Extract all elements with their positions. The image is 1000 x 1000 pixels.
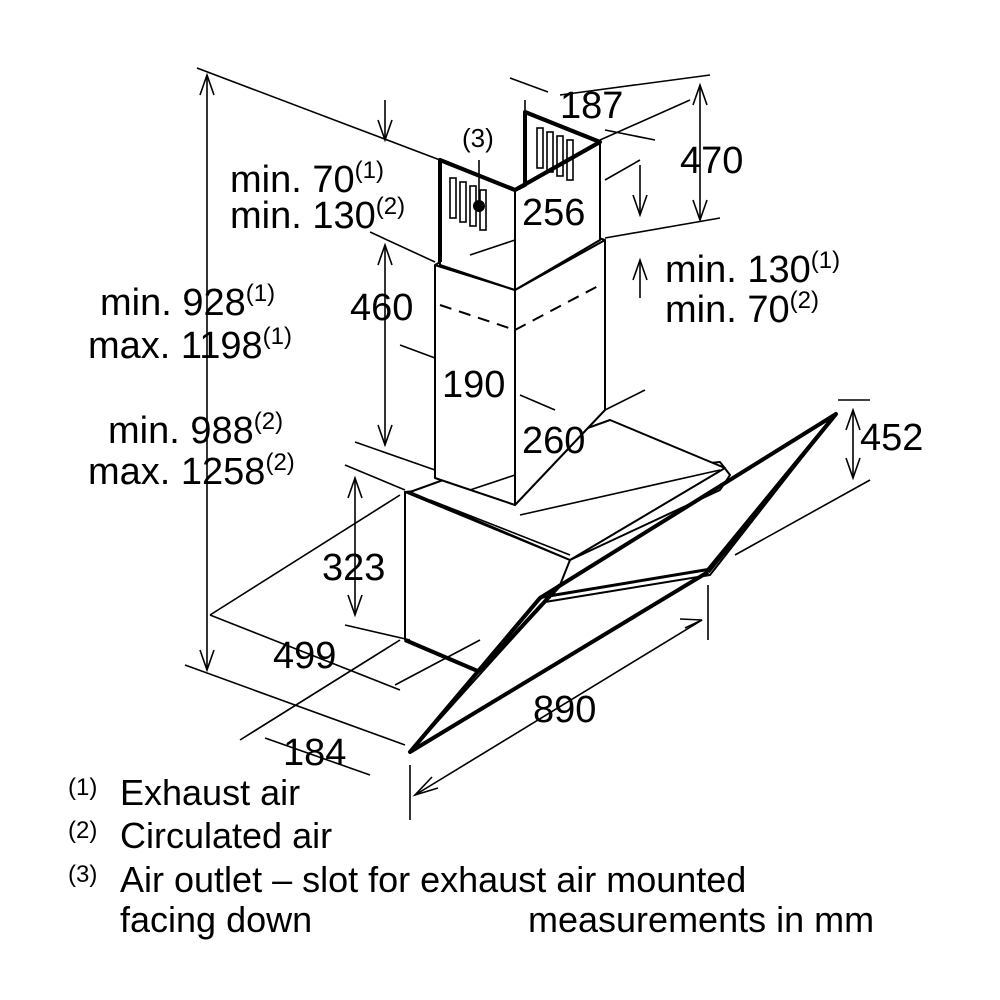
left-top-label-line1: min. 70(1): [230, 157, 384, 201]
units-note: measurements in mm: [528, 899, 874, 940]
dim-256: 256: [522, 192, 585, 234]
dim-890: 890: [533, 689, 596, 731]
legend-3-continuation: facing down: [120, 899, 312, 940]
dim-323: 323: [322, 547, 385, 589]
vent-slots-right: [536, 127, 574, 181]
upper-chimney: [438, 110, 602, 291]
legend-3-text: Air outlet – slot for exhaust air mounte…: [120, 859, 746, 900]
dim-187: 187: [560, 85, 623, 127]
legend-2-text: Circulated air: [120, 815, 332, 856]
air-outlet-dot: [473, 200, 485, 212]
dimension-lines: [184, 67, 871, 820]
height-b-line1: min. 988(2): [108, 408, 283, 452]
outlet-marker: (3): [462, 123, 494, 153]
dimension-numbers: 187 470 256 460 190 260 452 323 499 890 …: [273, 85, 923, 774]
right-mid-label-line1: min. 130(1): [665, 247, 840, 291]
dim-260: 260: [522, 420, 585, 462]
dim-184: 184: [283, 732, 346, 774]
dim-470: 470: [680, 140, 743, 182]
height-b-line2: max. 1258(2): [88, 449, 295, 493]
left-top-label-line2: min. 130(2): [230, 193, 405, 237]
height-a-line1: min. 928(1): [100, 280, 275, 324]
legend-2-num: (2): [68, 817, 97, 844]
height-a-line2: max. 1198(1): [88, 323, 292, 367]
dim-452: 452: [860, 417, 923, 459]
hood-body: [404, 412, 838, 754]
dim-460: 460: [350, 287, 413, 329]
legend-1-num: (1): [68, 774, 97, 801]
legend: (1) Exhaust air (2) Circulated air (3) A…: [68, 772, 874, 940]
dim-190: 190: [442, 364, 505, 406]
clearance-labels: min. 70(1) min. 130(2) min. 130(1) min. …: [88, 157, 840, 493]
dim-499: 499: [273, 635, 336, 677]
right-mid-label-line2: min. 70(2): [665, 287, 819, 331]
legend-1-text: Exhaust air: [120, 772, 300, 813]
legend-3-num: (3): [68, 861, 97, 888]
